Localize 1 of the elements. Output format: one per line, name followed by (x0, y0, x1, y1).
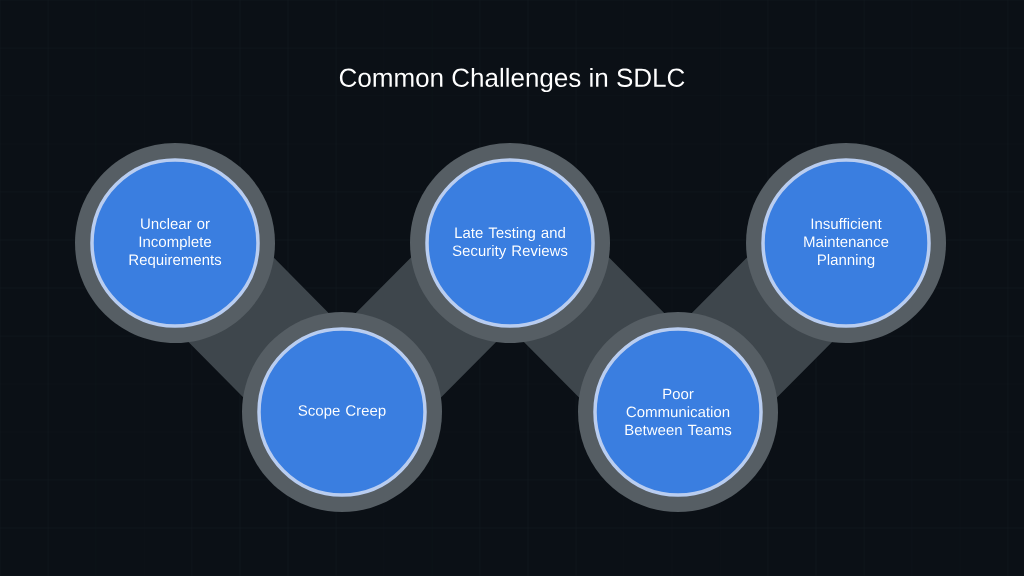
title: Common Challenges in SDLC (339, 67, 685, 93)
